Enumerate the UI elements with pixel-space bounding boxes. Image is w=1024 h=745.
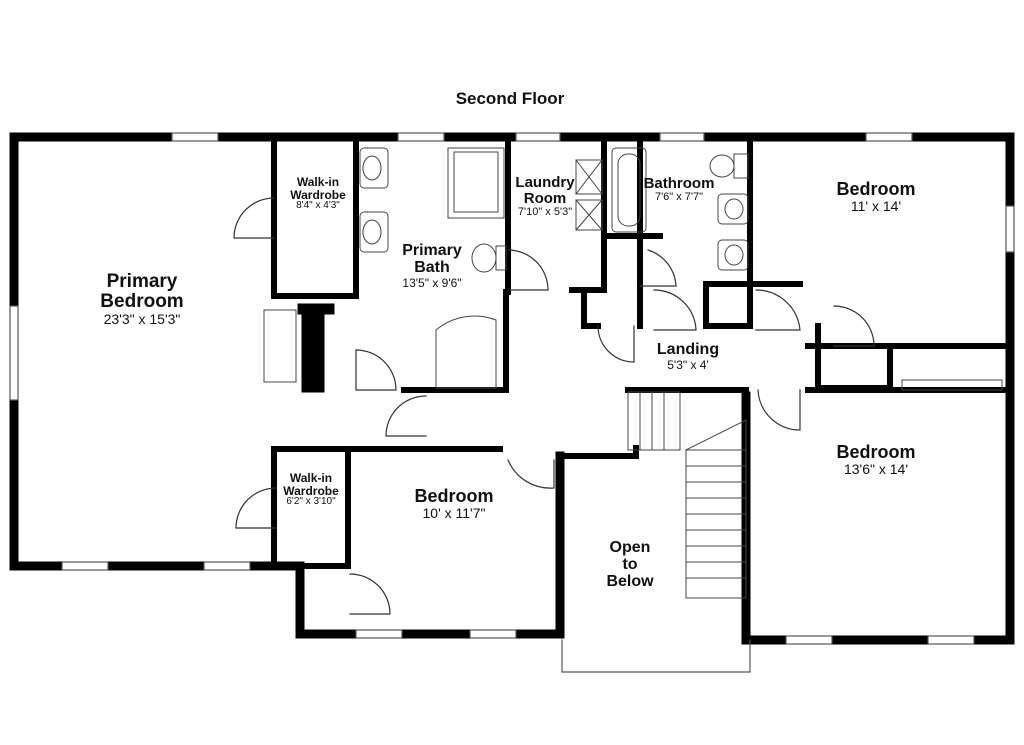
room-label-bedroom-se: Bedroom 13'6" x 14' [836,442,916,477]
windows [9,132,1015,645]
staircase [627,391,747,599]
room-label-laundry-room: Laundry Room 7'10" x 5'3" [515,174,575,218]
interior-walls [271,139,1008,569]
room-label-primary-bath: Primary Bath 13'5" x 9'6" [402,242,462,290]
room-label-walkin-wardrobe-1: Walk-in Wardrobe 8'4" x 4'3" [290,175,346,212]
room-label-primary-bedroom: Primary Bedroom 23'3" x 15'3" [100,271,184,327]
plan-title: Second Floor [455,89,565,108]
fixtures [263,147,1003,391]
room-label-bathroom: Bathroom 7'6" x 7'7" [643,175,715,203]
railing [561,639,751,673]
room-label-walkin-wardrobe-2: Walk-in Wardrobe 6'2" x 3'10" [283,471,339,508]
door-swings [233,197,875,615]
chimney [297,303,335,393]
room-label-landing: Landing 5'3" x 4' [656,341,720,372]
room-label-bedroom-ne: Bedroom 11' x 14' [836,179,916,214]
room-label-bedroom-s: Bedroom 10' x 11'7" [414,486,494,521]
area-label-open-to-below: Open to Below [606,539,654,590]
